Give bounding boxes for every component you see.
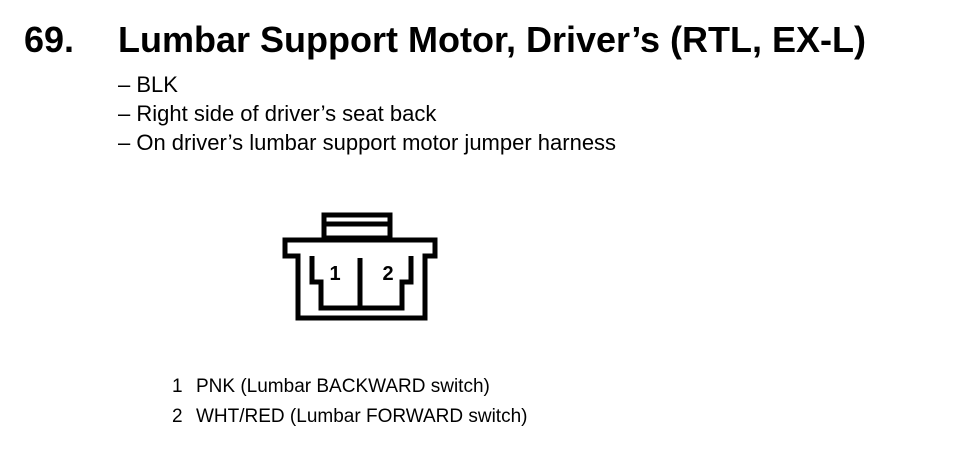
connector-body bbox=[282, 237, 438, 321]
pin-legend: 1 PNK (Lumbar BACKWARD switch) 2 WHT/RED (… bbox=[172, 372, 527, 432]
pin-description: PNK (Lumbar BACKWARD switch) bbox=[196, 376, 490, 397]
connector-notes: – BLK – Right side of driver’s seat back… bbox=[118, 70, 616, 157]
terminal-1-label: 1 bbox=[329, 263, 340, 285]
page-title: Lumbar Support Motor, Driver’s (RTL, EX-… bbox=[118, 19, 867, 60]
note-location: – Right side of driver’s seat back bbox=[118, 101, 437, 126]
pin-number: 2 bbox=[172, 406, 183, 427]
pin-description: WHT/RED (Lumbar FORWARD switch) bbox=[196, 406, 528, 427]
note-color: – BLK bbox=[118, 72, 178, 97]
pin-row: 1 PNK (Lumbar BACKWARD switch) bbox=[172, 372, 527, 402]
connector-diagram: 1 2 bbox=[282, 212, 438, 321]
item-number: 69. bbox=[24, 19, 75, 60]
terminal-2-label: 2 bbox=[382, 263, 393, 285]
pin-number: 1 bbox=[172, 376, 183, 397]
note-harness: – On driver’s lumbar support motor jumpe… bbox=[118, 130, 617, 155]
page-heading: 69. Lumbar Support Motor, Driver’s (RTL,… bbox=[0, 14, 960, 66]
pin-row: 2 WHT/RED (Lumbar FORWARD switch) bbox=[172, 402, 527, 432]
